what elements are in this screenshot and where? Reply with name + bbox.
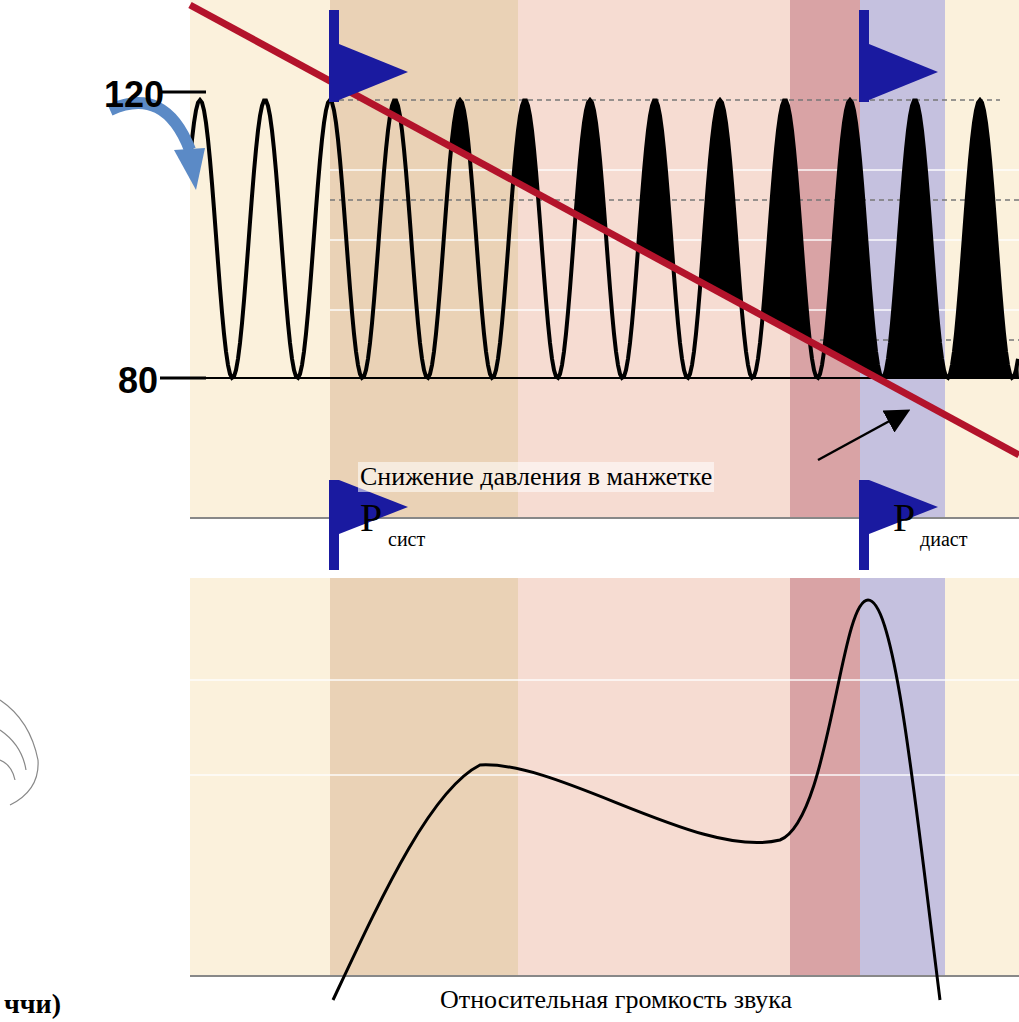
axis-value: 120: [104, 74, 164, 116]
marker-flags: [329, 10, 938, 570]
bulb-sketch: [0, 700, 38, 805]
tick-120: [160, 91, 206, 94]
pressure-symbol: P: [893, 494, 915, 541]
pressure-symbol: P: [360, 494, 382, 541]
axis-caption: Относительная громкость звука: [440, 985, 792, 1015]
pressure-wave: [190, 100, 1018, 378]
cut-label: ччи): [4, 988, 61, 1020]
pressure-subscript: диаст: [920, 528, 967, 551]
tick-80: [160, 377, 206, 380]
pressure-subscript: сист: [388, 528, 425, 551]
leader-label: Снижение давления в манжетке: [358, 462, 714, 492]
loudness-curve: [333, 600, 940, 1000]
leader-arrow: [818, 412, 906, 460]
axis-lower: [190, 975, 1019, 977]
phase-bands-lower: [190, 578, 1019, 976]
pointer-arrowhead: [174, 148, 205, 190]
axis-value: 80: [118, 360, 158, 402]
phase-bands-upper: [190, 0, 1019, 518]
sound-fill: [190, 100, 1019, 378]
cuff-pressure-line: [190, 5, 1019, 455]
baseline-80: [200, 377, 1019, 379]
